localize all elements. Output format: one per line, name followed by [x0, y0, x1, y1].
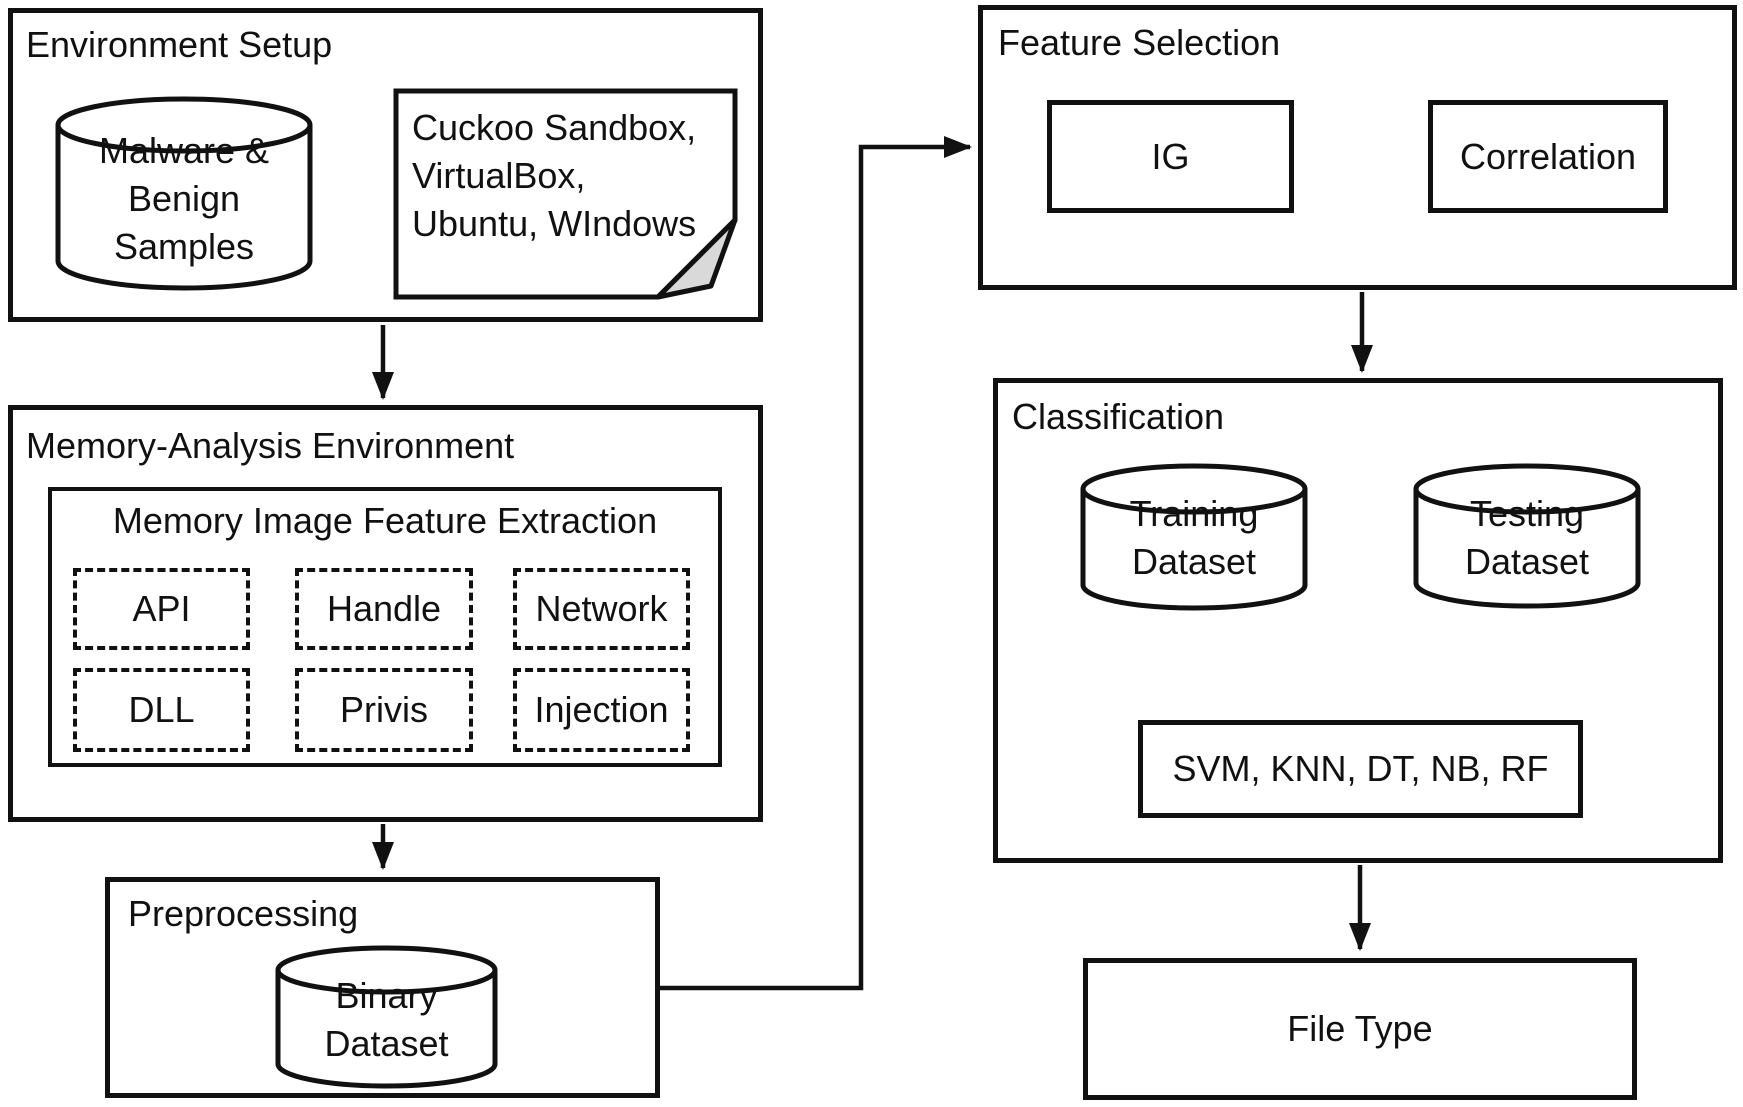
feature-handle-box: Handle: [295, 568, 473, 650]
sandbox-tools-note: [393, 88, 738, 300]
feature-network-box: Network: [513, 568, 690, 650]
feature-selection-title: Feature Selection: [998, 22, 1281, 63]
testing-dataset-label: Testing Dataset: [1464, 493, 1590, 582]
preprocessing-title: Preprocessing: [128, 893, 359, 934]
training-dataset-label: Training Dataset: [1129, 493, 1259, 582]
training-dataset-cylinder: [1080, 463, 1308, 611]
environment-setup-title: Environment Setup: [26, 24, 333, 65]
feature-injection-box: Injection: [513, 668, 690, 752]
file-type-box: File Type: [1083, 958, 1637, 1100]
sandbox-tools-label: Cuckoo Sandbox, VirtualBox, Ubuntu, WInd…: [412, 107, 697, 244]
ig-box: IG: [1047, 100, 1294, 213]
feature-extraction-title: Memory Image Feature Extraction: [112, 500, 658, 541]
malware-samples-cylinder: [55, 96, 313, 291]
classifiers-box: SVM, KNN, DT, NB, RF: [1138, 720, 1583, 818]
binary-dataset-cylinder: [275, 945, 498, 1089]
arrow-preprocessing-to-featureselection: [660, 136, 972, 991]
binary-dataset-label: Binary Dataset: [324, 975, 449, 1064]
classification-title: Classification: [1012, 396, 1225, 437]
feature-privis-box: Privis: [295, 668, 473, 752]
feature-api-box: API: [73, 568, 250, 650]
malware-samples-label: Malware & Benign Samples: [98, 130, 270, 267]
memory-analysis-title: Memory-Analysis Environment: [26, 425, 515, 466]
testing-dataset-cylinder: [1413, 463, 1641, 609]
feature-dll-box: DLL: [73, 668, 250, 752]
correlation-box: Correlation: [1428, 100, 1668, 213]
